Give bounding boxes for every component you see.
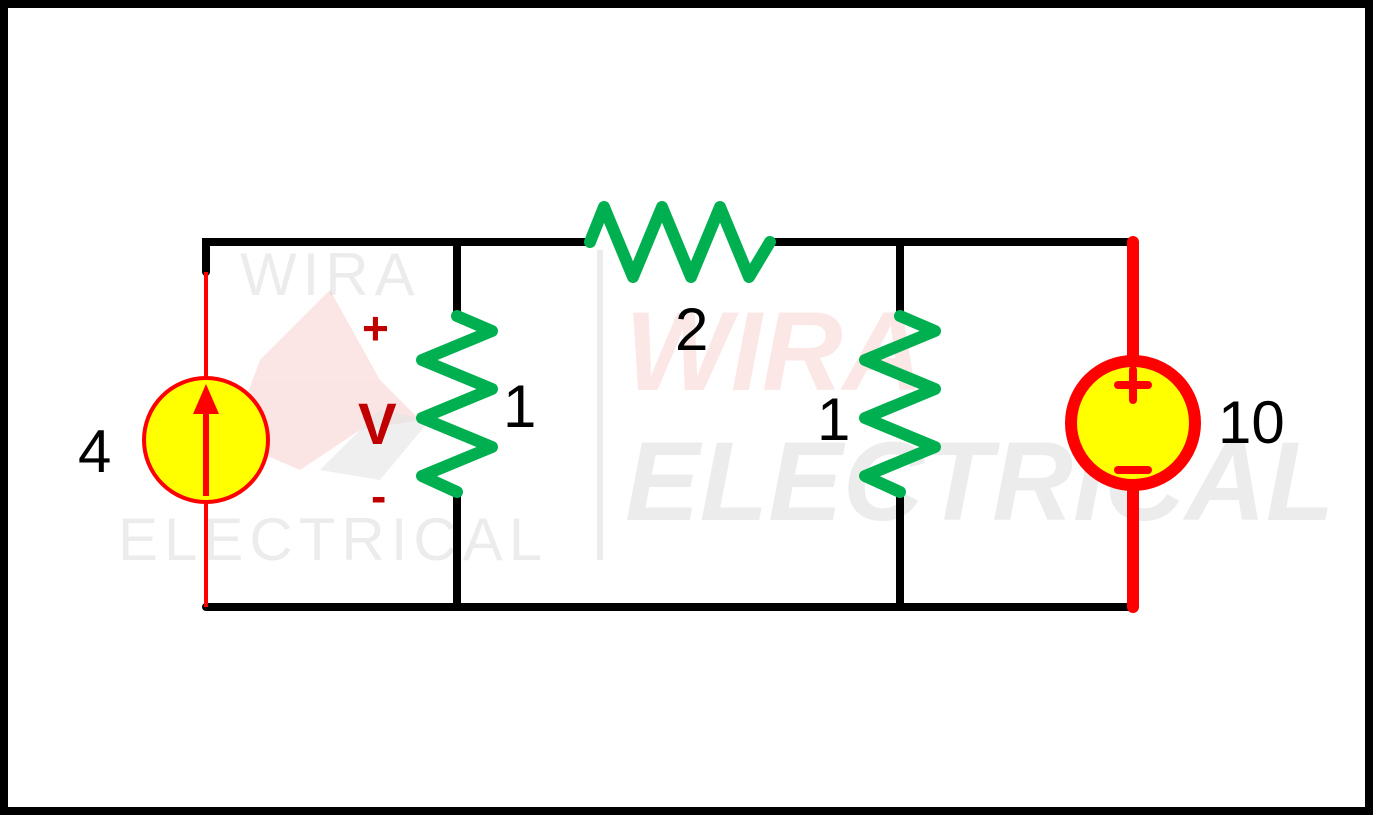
voltage-measurement: + V - bbox=[358, 302, 397, 522]
series-resistor bbox=[584, 201, 776, 283]
watermark-logo-icon bbox=[230, 290, 430, 480]
current-source-value: 4 bbox=[78, 418, 111, 485]
measurement-minus: - bbox=[371, 470, 386, 522]
watermark: WIRA ELECTRICAL WIRA ELECTRICAL bbox=[118, 241, 1334, 573]
right-resistor-value: 1 bbox=[817, 386, 850, 453]
voltage-source-body bbox=[1065, 355, 1201, 491]
current-source: 4 bbox=[78, 272, 270, 607]
left-resistor-value: 1 bbox=[503, 373, 536, 440]
watermark-small-bottom: ELECTRICAL bbox=[118, 506, 548, 573]
watermark-large-bottom: ELECTRICAL bbox=[625, 419, 1334, 544]
up-arrow-icon bbox=[193, 384, 219, 496]
measurement-symbol: V bbox=[358, 392, 397, 457]
series-resistor-value: 2 bbox=[675, 296, 708, 363]
top-left-wire bbox=[202, 238, 594, 276]
voltage-source-plus-icon bbox=[1114, 366, 1152, 404]
right-resistor bbox=[859, 310, 941, 498]
voltage-source-value: 10 bbox=[1218, 389, 1285, 456]
wires bbox=[202, 238, 1137, 611]
watermark-small-top: WIRA bbox=[240, 241, 421, 308]
voltage-source: 10 bbox=[1065, 236, 1285, 613]
measurement-plus: + bbox=[362, 302, 389, 354]
resistors bbox=[416, 201, 941, 498]
left-resistor bbox=[416, 310, 498, 498]
